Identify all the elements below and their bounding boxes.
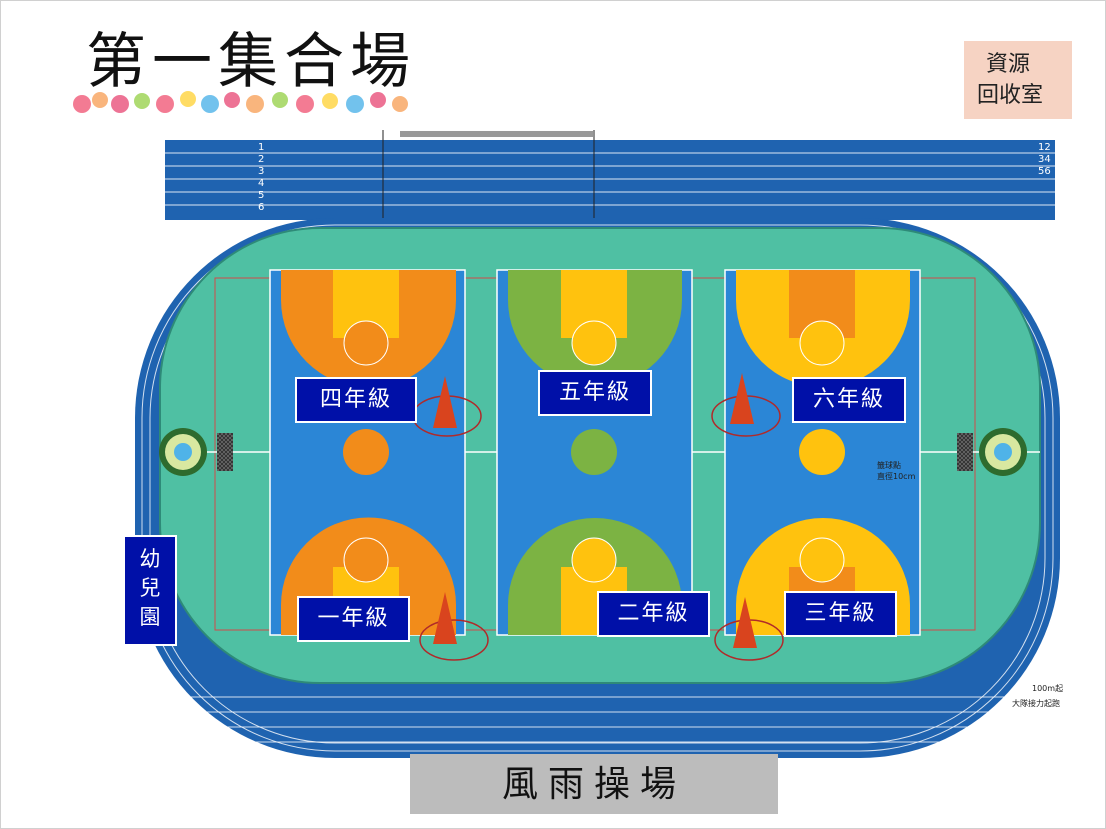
cone-marker-1 xyxy=(419,592,489,661)
court-middle xyxy=(496,269,693,636)
court-right xyxy=(724,269,921,636)
emblem-left xyxy=(159,428,207,476)
kindergarten-label: 幼 兒 園 xyxy=(123,535,177,646)
goal-right xyxy=(957,433,973,471)
recycle-room-sign: 資源 回收室 xyxy=(964,41,1072,119)
grade-1-label: 一年級 xyxy=(297,596,410,642)
court-left xyxy=(269,269,466,636)
distance-note: 100m起 xyxy=(1032,684,1064,693)
confetti-decoration xyxy=(73,91,408,113)
page-title: 第一集合場 xyxy=(86,27,416,97)
goal-left xyxy=(217,433,233,471)
grade-4-label: 四年級 xyxy=(295,377,417,423)
lane-numbers-right: 123456 xyxy=(1038,142,1051,177)
recycle-room-line1: 資源 xyxy=(986,52,1031,77)
emblem-right xyxy=(979,428,1027,476)
grade-6-label: 六年級 xyxy=(792,377,906,423)
cone-marker-6 xyxy=(711,373,781,437)
grade-2-label: 二年級 xyxy=(597,591,710,637)
relay-note: 大隊接力起跑 xyxy=(1012,699,1060,708)
recycle-room-line2: 回收室 xyxy=(977,83,1044,108)
grade-5-label: 五年級 xyxy=(538,370,652,416)
ball-point-note: 籤球點 直徑10cm xyxy=(877,461,916,481)
lane-numbers-left: 123456 xyxy=(258,142,265,213)
grade-3-label: 三年級 xyxy=(784,591,897,637)
rain-field-label: 風雨操場 xyxy=(410,754,778,814)
cone-marker-3 xyxy=(714,597,784,661)
